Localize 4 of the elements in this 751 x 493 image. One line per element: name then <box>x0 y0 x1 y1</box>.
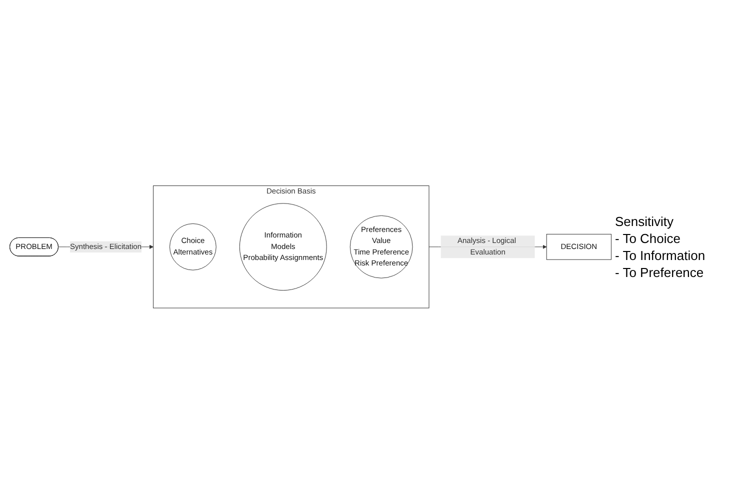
note-text: - To Information <box>615 248 706 262</box>
note-text: - To Preference <box>615 264 705 280</box>
note-text: Sensitivity <box>615 214 675 228</box>
note-text: - To Choice <box>615 230 682 246</box>
